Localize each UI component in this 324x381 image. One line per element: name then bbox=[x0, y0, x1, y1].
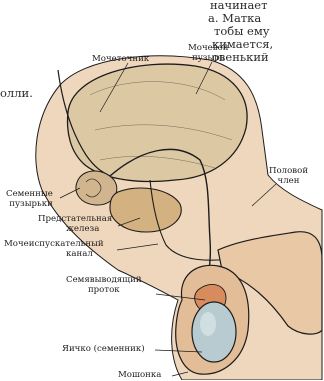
label-scrotum: Мошонка bbox=[118, 371, 161, 381]
label-penis: Половой член bbox=[269, 167, 308, 186]
label-bladder: Мочевой пузырь bbox=[188, 44, 228, 63]
label-urethra-line2: канал bbox=[4, 250, 104, 260]
prostate-shape bbox=[110, 188, 181, 232]
label-testis: Яичко (семенник) bbox=[62, 345, 145, 355]
label-prostate-line2: железа bbox=[38, 225, 112, 235]
label-ureter: Мочеточник bbox=[92, 55, 149, 65]
label-seminal-vesicles: Семенные пузырьки bbox=[6, 190, 53, 209]
label-prostate: Предстательная железа bbox=[38, 215, 112, 234]
label-urethra: Мочеиспускательный канал bbox=[4, 240, 104, 259]
label-vas-deferens-line2: проток bbox=[66, 286, 142, 296]
testis-shape bbox=[192, 302, 236, 362]
testis-highlight bbox=[200, 312, 216, 336]
label-seminal-vesicles-line2: пузырьки bbox=[6, 200, 53, 210]
label-penis-line2: член bbox=[269, 177, 308, 187]
label-bladder-line2: пузырь bbox=[188, 54, 228, 64]
label-vas-deferens: Семявыводящий проток bbox=[66, 276, 142, 295]
background-text-line: олли. bbox=[0, 87, 33, 100]
